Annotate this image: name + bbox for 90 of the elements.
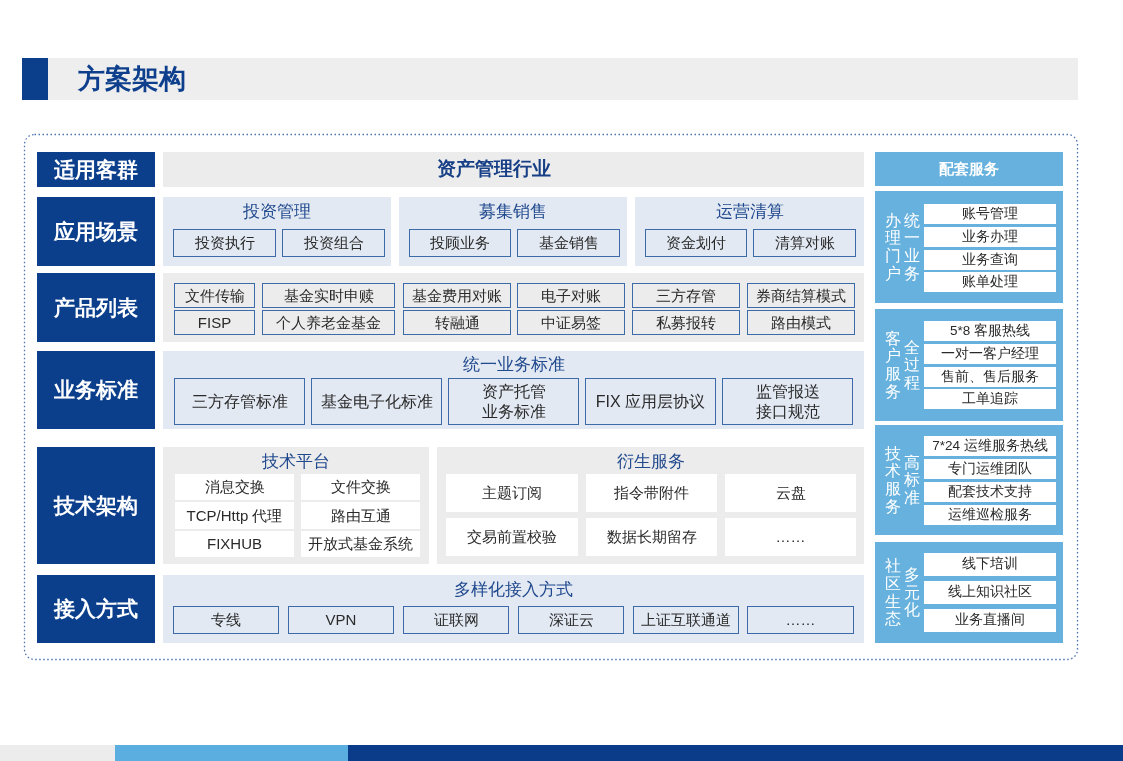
service-header: 配套服务 [875, 152, 1063, 186]
item-box: 三方存管 [632, 283, 740, 308]
page-title: 方案架构 [78, 63, 186, 96]
item-box: 文件传输 [174, 283, 255, 308]
item-box: 投资组合 [282, 229, 385, 257]
service-panel [875, 425, 1063, 535]
row-header: 产品列表 [37, 273, 155, 342]
service-item: 业务办理 [924, 227, 1056, 247]
item-box: 投资执行 [173, 229, 276, 257]
group-panel [163, 575, 864, 643]
item-box: 三方存管标准 [174, 378, 305, 425]
group-panel [163, 273, 864, 342]
item-box: 上证互联通道 [633, 606, 739, 634]
item-box: 专线 [173, 606, 279, 634]
service-panel [875, 542, 1063, 643]
item-box: 电子对账 [517, 283, 625, 308]
service-item: 账单处理 [924, 272, 1056, 292]
item-tile: 数据长期留存 [586, 518, 717, 556]
vertical-title: 多元化 [903, 566, 920, 619]
service-item: 7*24 运维服务热线 [924, 436, 1056, 456]
item-box: 投顾业务 [409, 229, 511, 257]
service-item: 配套技术支持 [924, 482, 1056, 502]
item-tile: 交易前置校验 [446, 518, 578, 556]
row-header: 接入方式 [37, 575, 155, 643]
vertical-title: 客户服务 [884, 329, 901, 401]
service-panel [875, 191, 1063, 303]
service-item: 线上知识社区 [924, 581, 1056, 604]
vertical-title: 全过程 [903, 338, 920, 392]
group-panel [399, 197, 627, 266]
service-item: 运维巡检服务 [924, 505, 1056, 525]
panel-title: 统一业务标准 [462, 355, 565, 375]
item-tile: …… [725, 518, 856, 556]
item-box: VPN [288, 606, 394, 634]
item-box: 基金费用对账 [403, 283, 511, 308]
panel-title: 投资管理 [243, 202, 311, 222]
item-box: 证联网 [403, 606, 509, 634]
item-box: 清算对账 [753, 229, 856, 257]
item-tile: TCP/Http 代理 [175, 502, 294, 529]
panel-title: 运营清算 [715, 202, 784, 222]
row-header: 业务标准 [37, 351, 155, 429]
panel-title: 募集销售 [479, 202, 547, 222]
row-header: 应用场景 [37, 197, 155, 266]
panel-title: 衍生服务 [616, 452, 685, 472]
panel-title: 多样化接入方式 [454, 580, 573, 600]
vertical-title: 统一业务 [903, 211, 920, 283]
item-box: 基金实时申赎 [262, 283, 395, 308]
row-header: 适用客群 [37, 152, 155, 187]
item-box: 个人养老金基金 [262, 310, 395, 335]
item-tile: 主题订阅 [446, 474, 578, 512]
item-box: 监管报送接口规范 [722, 378, 853, 425]
item-box: FIX 应用层协议 [585, 378, 716, 425]
group-panel [163, 197, 391, 266]
item-box: …… [747, 606, 854, 634]
vertical-title: 技术服务 [884, 444, 901, 516]
item-tile: 文件交换 [301, 474, 420, 500]
service-item: 账号管理 [924, 204, 1056, 224]
service-panel [875, 309, 1063, 421]
item-tile: 指令带附件 [586, 474, 717, 512]
service-item: 业务查询 [924, 250, 1056, 270]
service-item: 一对一客户经理 [924, 344, 1056, 364]
vertical-title: 高标准 [903, 453, 920, 507]
content-banner: 资产管理行业 [163, 152, 864, 187]
item-tile: 开放式基金系统 [301, 531, 420, 557]
item-box: FISP [174, 310, 255, 335]
service-item: 专门运维团队 [924, 459, 1056, 479]
item-box: 转融通 [403, 310, 511, 335]
item-box: 路由模式 [747, 310, 855, 335]
item-box: 券商结算模式 [747, 283, 855, 308]
item-tile: FIXHUB [175, 531, 294, 557]
service-item: 业务直播间 [924, 609, 1056, 632]
row-header: 技术架构 [37, 447, 155, 564]
item-tile: 消息交换 [175, 474, 294, 500]
group-panel [163, 351, 864, 429]
vertical-title: 办理门户 [884, 211, 901, 283]
service-item: 售前、售后服务 [924, 367, 1056, 387]
panel-title: 技术平台 [262, 452, 330, 472]
group-panel [635, 197, 864, 266]
item-tile: 云盘 [725, 474, 856, 512]
service-item: 5*8 客服热线 [924, 321, 1056, 341]
item-box: 中证易签 [517, 310, 625, 335]
item-box: 深证云 [518, 606, 624, 634]
item-box: 私募报转 [632, 310, 740, 335]
service-item: 工单追踪 [924, 389, 1056, 409]
item-box: 基金销售 [517, 229, 620, 257]
item-box: 基金电子化标准 [311, 378, 442, 425]
item-box: 资产托管业务标准 [448, 378, 579, 425]
vertical-title: 社区生态 [884, 557, 901, 628]
service-item: 线下培训 [924, 553, 1056, 576]
item-box: 资金划付 [645, 229, 747, 257]
item-tile: 路由互通 [301, 502, 420, 529]
